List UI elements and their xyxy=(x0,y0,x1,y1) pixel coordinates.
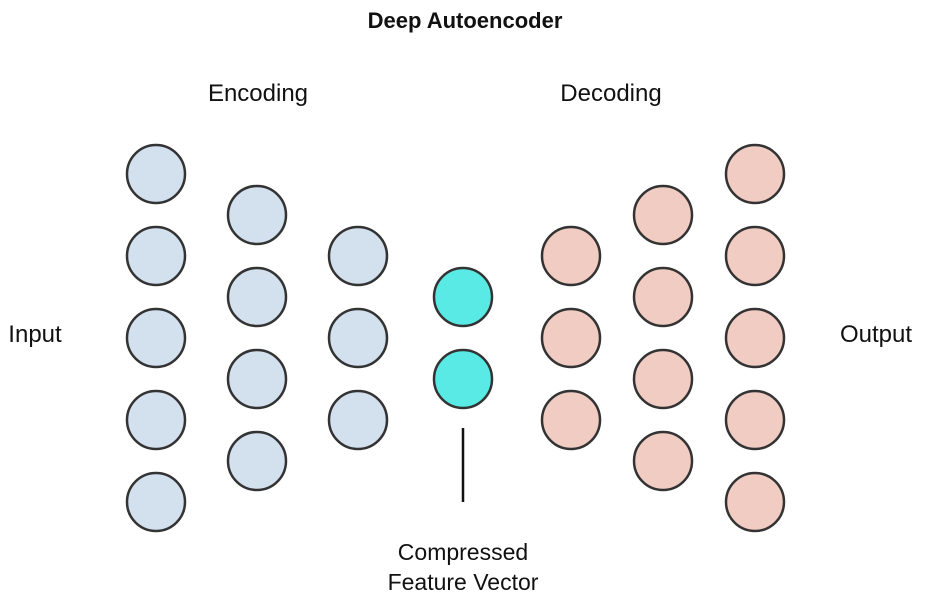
hidden-decoder-1-node-2 xyxy=(540,307,602,369)
bottleneck-node-1 xyxy=(432,266,494,328)
caption-line-2: Feature Vector xyxy=(388,569,539,595)
encoding-label: Encoding xyxy=(208,80,308,107)
input-node-5 xyxy=(125,471,187,533)
caption-line-1: Compressed xyxy=(398,539,528,565)
input-label: Input xyxy=(8,321,62,348)
output-node-1 xyxy=(724,143,786,205)
hidden-encoder-1-node-2 xyxy=(226,266,288,328)
input-node-3 xyxy=(125,307,187,369)
decoding-label: Decoding xyxy=(560,80,661,107)
hidden-decoder-2-node-1 xyxy=(632,184,694,246)
hidden-decoder-1-node-3 xyxy=(540,389,602,451)
output-node-3 xyxy=(724,307,786,369)
output-node-5 xyxy=(724,471,786,533)
hidden-encoder-2-node-1 xyxy=(327,225,389,287)
output-label: Output xyxy=(840,321,912,348)
node-layers xyxy=(125,143,786,533)
hidden-encoder-2-node-2 xyxy=(327,307,389,369)
input-node-2 xyxy=(125,225,187,287)
hidden-decoder-1-node-1 xyxy=(540,225,602,287)
hidden-encoder-1-node-3 xyxy=(226,348,288,410)
input-node-1 xyxy=(125,143,187,205)
hidden-encoder-1-node-4 xyxy=(226,430,288,492)
input-node-4 xyxy=(125,389,187,451)
diagram-title: Deep Autoencoder xyxy=(368,8,563,33)
hidden-decoder-2-node-4 xyxy=(632,430,694,492)
hidden-encoder-2-node-3 xyxy=(327,389,389,451)
hidden-encoder-1-node-1 xyxy=(226,184,288,246)
hidden-decoder-2-node-3 xyxy=(632,348,694,410)
hidden-decoder-2-node-2 xyxy=(632,266,694,328)
bottleneck-node-2 xyxy=(432,348,494,410)
output-node-2 xyxy=(724,225,786,287)
output-node-4 xyxy=(724,389,786,451)
